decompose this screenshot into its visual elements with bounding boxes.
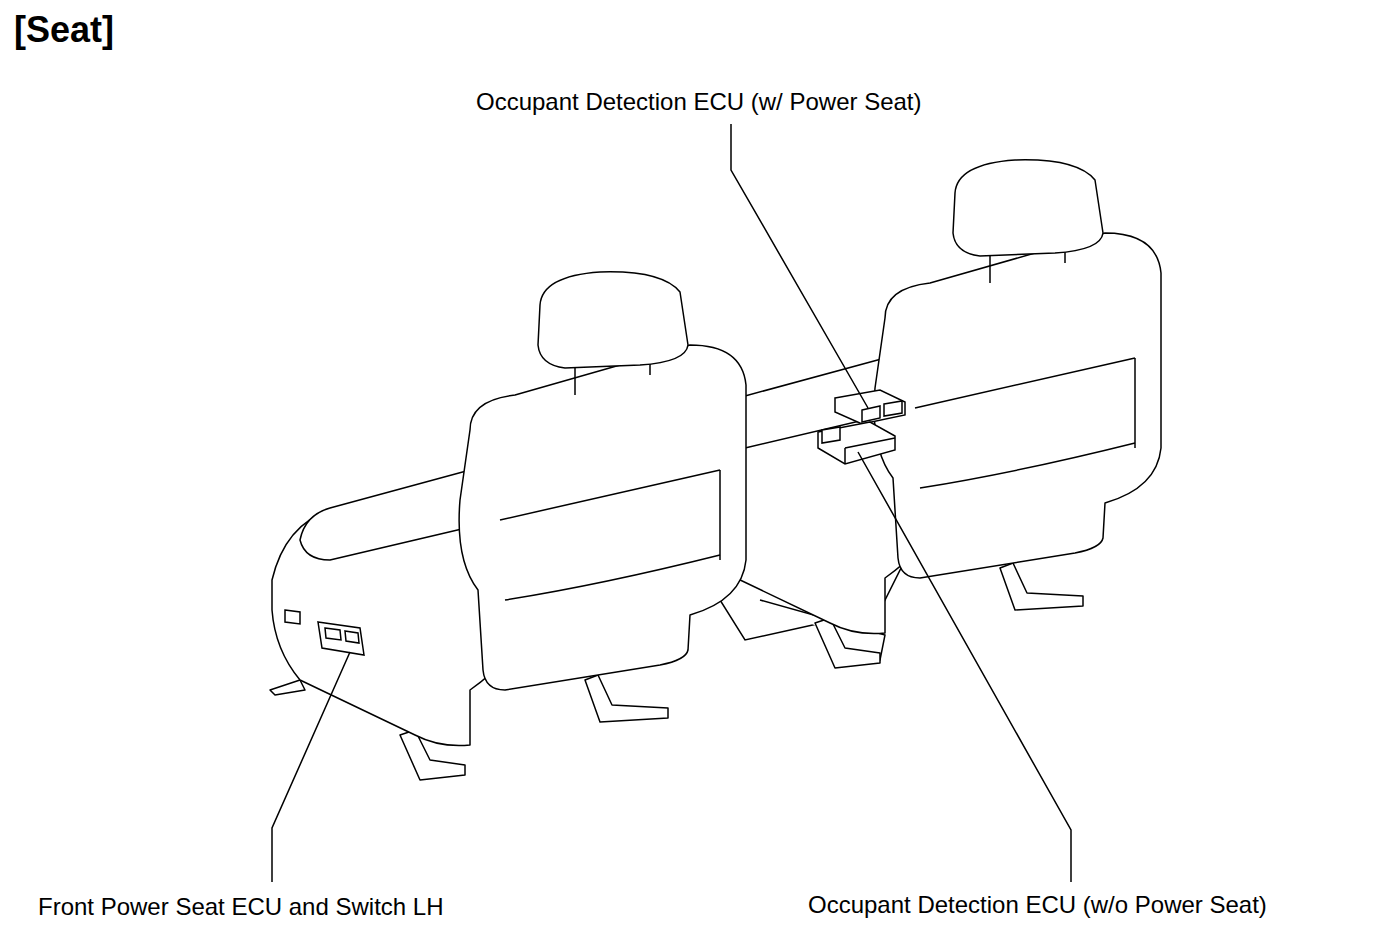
- part-label: Occupant Detection ECU (w/o Power Seat): [808, 891, 1267, 919]
- part-label: Occupant Detection ECU (w/ Power Seat): [476, 88, 922, 116]
- part-label: Front Power Seat ECU and Switch LH: [38, 893, 444, 921]
- diagram-title: [Seat]: [14, 10, 114, 50]
